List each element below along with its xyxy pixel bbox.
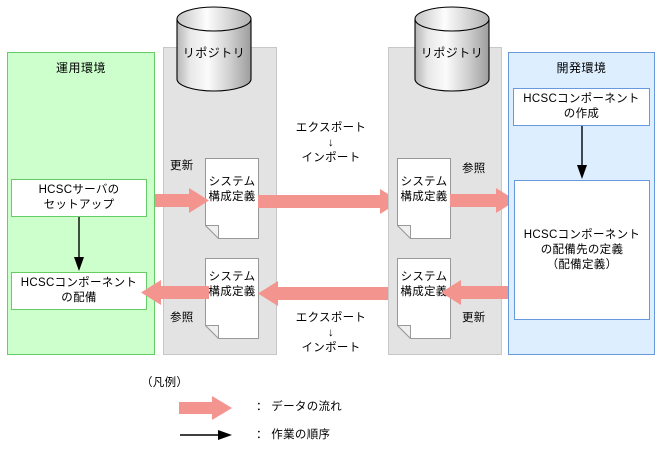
work-order-arrow-ops: [72, 217, 86, 273]
cylinder-repository-left: リポジトリ: [176, 6, 252, 92]
work-order-arrow-dev: [575, 126, 589, 181]
panel-operation-title: 運用環境: [55, 61, 106, 75]
data-flow-arrow-repo-to-dev: [450, 188, 516, 213]
legend-work-order-label: ： 作業の順序: [256, 429, 331, 441]
label-update-right: 更新: [462, 312, 486, 324]
panel-development-title: 開発環境: [556, 61, 607, 75]
data-flow-arrow-repo-to-ops: [141, 280, 209, 305]
label-export-import-bottom: エクスポート ↓ インポート: [295, 312, 367, 354]
cylinder-repository-right: リポジトリ: [414, 6, 490, 92]
box-hcsc-component-target-definition: HCSCコンポーネント の配備先の定義 （配備定義）: [514, 180, 650, 320]
legend-title: （凡例）: [141, 377, 189, 389]
data-flow-arrow-dev-to-repo: [441, 280, 519, 305]
data-flow-arrow-export-import-top: [258, 189, 400, 214]
label-reference-right: 参照: [462, 163, 486, 175]
document-system-config-left-bottom: システム 構成定義: [205, 258, 259, 339]
box-hcsc-server-setup: HCSCサーバの セットアップ: [11, 179, 147, 217]
legend-data-flow-label: ： データの流れ: [256, 401, 343, 413]
data-flow-arrow-ops-to-repo: [155, 188, 209, 213]
legend-data-flow-arrow-icon: [179, 396, 232, 420]
box-hcsc-component-deploy: HCSCコンポーネント の配備: [11, 272, 147, 310]
box-hcsc-component-create: HCSCコンポーネント の作成: [513, 88, 650, 126]
label-update-left: 更新: [170, 160, 194, 172]
legend-work-order-arrow-icon: [180, 428, 233, 442]
data-flow-arrow-export-import-bottom: [258, 281, 400, 306]
label-reference-left: 参照: [170, 312, 194, 324]
label-export-import-top: エクスポート ↓ インポート: [295, 122, 367, 164]
document-system-config-right-top: システム 構成定義: [397, 158, 451, 239]
document-system-config-left-top: システム 構成定義: [205, 158, 259, 239]
